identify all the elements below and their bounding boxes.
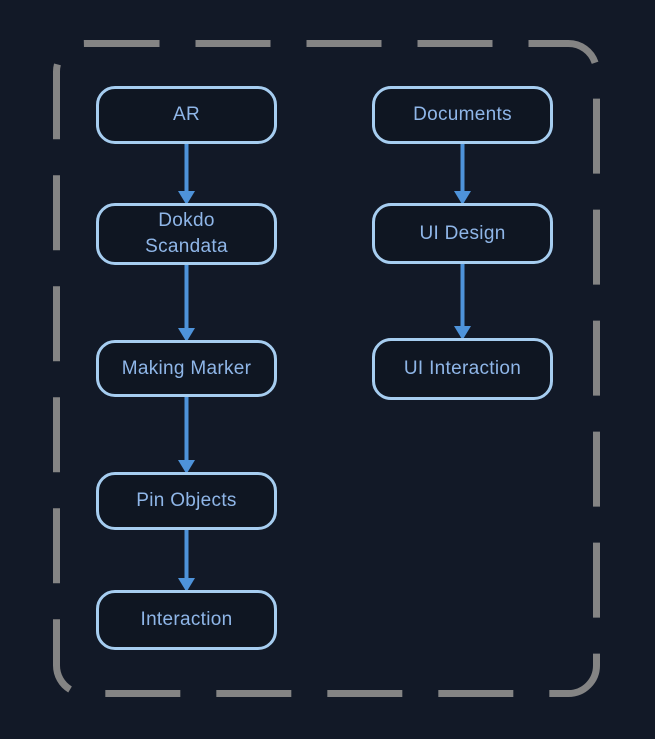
flow-node-dokdo-scandata: Dokdo Scandata — [96, 203, 277, 265]
flow-node-documents: Documents — [372, 86, 553, 144]
flow-node-interaction: Interaction — [96, 590, 277, 650]
flow-node-ui-design: UI Design — [372, 203, 553, 264]
node-label: Interaction — [140, 609, 233, 630]
flow-node-ar: AR — [96, 86, 277, 144]
node-label: UI Interaction — [403, 358, 522, 379]
flow-arrow-pin-to-interaction — [178, 529, 195, 592]
node-label: Dokdo Scandata — [145, 210, 228, 257]
node-label: Making Marker — [121, 357, 252, 379]
flow-node-ui-interaction: UI Interaction — [372, 338, 553, 400]
dashed-boundary — [53, 40, 600, 697]
flow-node-pin-objects: Pin Objects — [96, 472, 277, 530]
node-label: Pin Objects — [136, 490, 237, 511]
node-label: AR — [173, 104, 200, 125]
node-label: UI Design — [419, 222, 506, 244]
flow-arrow-uidesign-to-uiinteraction — [454, 263, 471, 340]
node-label: Documents — [413, 104, 512, 125]
flow-arrow-dokdo-to-making — [178, 264, 195, 342]
flow-arrow-ar-to-dokdo — [178, 143, 195, 205]
flow-arrow-making-to-pin — [178, 396, 195, 474]
flow-arrow-documents-to-uidesign — [454, 143, 471, 205]
flow-node-making-marker: Making Marker — [96, 340, 277, 397]
